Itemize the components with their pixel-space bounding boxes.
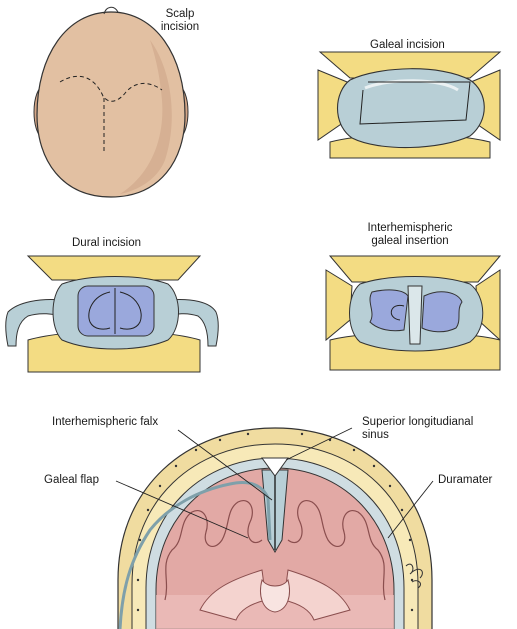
galeal-insertion-label-line2: galeal insertion bbox=[371, 235, 449, 247]
dura-right bbox=[421, 291, 463, 333]
scalp-fold-top bbox=[26, 255, 202, 281]
scalp-incision-label-line2: incision bbox=[160, 21, 200, 33]
dural-incision-right bbox=[119, 291, 142, 330]
interhemispheric-falx-label: Interhemispheric falx bbox=[52, 416, 159, 428]
cross-section-view bbox=[117, 427, 433, 629]
crown-tuft bbox=[103, 6, 119, 15]
superior-sinus-label: Superior longitudianal sinus bbox=[362, 416, 473, 442]
dura-left bbox=[369, 289, 409, 332]
galeal-insertion-view bbox=[325, 255, 502, 371]
insertion-fold bbox=[390, 304, 405, 321]
head-top-view bbox=[33, 6, 189, 198]
galeal-flap bbox=[118, 481, 272, 629]
head-shading bbox=[120, 40, 172, 194]
leader-lines bbox=[115, 427, 434, 539]
scalp-incision-label: Scalp incision bbox=[150, 8, 210, 34]
artist-signature bbox=[405, 563, 423, 589]
falx-leader bbox=[177, 429, 273, 501]
galeal-insertion-label-line1: Interhemispheric bbox=[367, 222, 453, 234]
flap-leader bbox=[115, 480, 249, 539]
head-shape bbox=[36, 11, 186, 198]
galeal-insertion-label: Interhemispheric galeal insertion bbox=[350, 222, 470, 248]
galea-highlight bbox=[364, 79, 459, 92]
galeal-incision-view bbox=[317, 51, 502, 159]
galeal-incision-line bbox=[359, 81, 471, 125]
scalp-fold-top bbox=[328, 255, 502, 283]
superior-sinus-label-line2: sinus bbox=[362, 429, 389, 441]
scalp-incision-arc bbox=[59, 75, 163, 102]
galea-left-flap bbox=[5, 299, 63, 347]
superior-sagittal-sinus bbox=[261, 457, 289, 477]
scalp-fold-left bbox=[325, 269, 353, 342]
gyri-right bbox=[287, 500, 386, 601]
dural-incision-label: Dural incision bbox=[72, 237, 142, 249]
sinus-leader bbox=[285, 427, 353, 461]
scalp-incision-label-line1: Scalp bbox=[165, 8, 195, 20]
dural-incision-view bbox=[5, 255, 219, 373]
ventricle bbox=[260, 578, 290, 613]
superior-sinus-label-line1: Superior longitudianal bbox=[362, 416, 474, 428]
gyri-left bbox=[164, 500, 263, 601]
galeal-strip bbox=[407, 285, 423, 345]
galeal-incision-label: Galeal incision bbox=[370, 39, 445, 51]
scalp-fold-top bbox=[318, 51, 502, 79]
duramater-label: Duramater bbox=[438, 474, 493, 486]
galeal-flap-label: Galeal flap bbox=[44, 474, 99, 486]
galea-right-flap bbox=[167, 299, 219, 347]
dural-incision-left bbox=[88, 291, 111, 330]
galea-surface bbox=[337, 68, 485, 149]
dura-leader bbox=[387, 480, 434, 539]
bone-diploe-dots bbox=[136, 432, 414, 612]
